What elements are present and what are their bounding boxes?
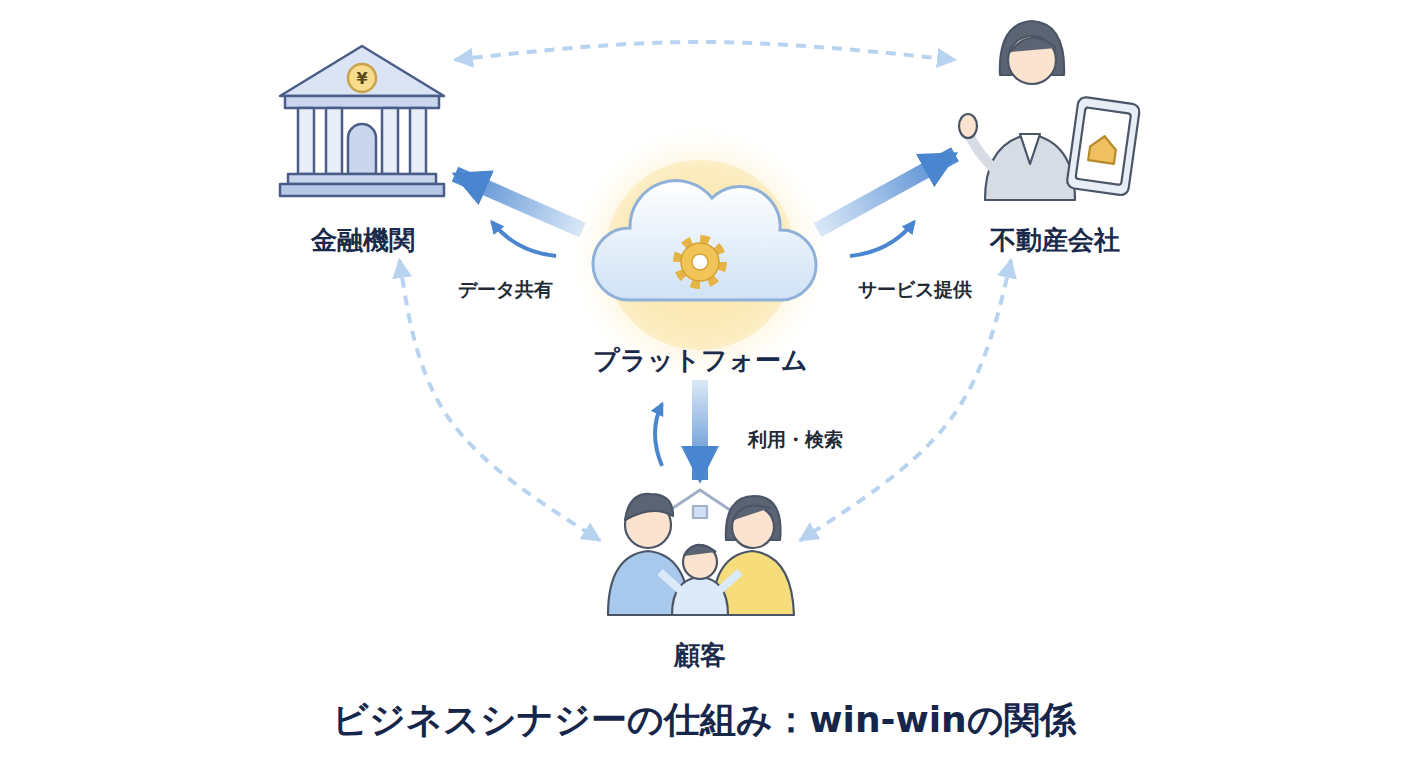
curved-arrow [850, 222, 914, 256]
edge-label: データ共有 [455, 276, 556, 304]
curved-arrow [492, 222, 556, 256]
flow-arrow [818, 154, 956, 230]
node-box: 不動産会社 [955, 30, 1155, 260]
gear-icon [678, 240, 722, 284]
dashed-arrow [400, 260, 601, 540]
diagram-title: ビジネスシナジーの仕組み：win-winの関係 [0, 698, 1408, 741]
node-box: 顧客 [600, 480, 800, 675]
edge-label: サービス提供 [855, 276, 975, 304]
currency-symbol: ¥ [356, 71, 367, 87]
family-icon [608, 490, 794, 615]
node-label: プラットフォーム [593, 345, 808, 376]
node-label: 金融機関 [311, 225, 415, 256]
node-label: 顧客 [674, 640, 726, 671]
glow [565, 120, 835, 390]
edge-label: 利用・検索 [745, 426, 846, 454]
node-box: プラットフォーム [583, 180, 818, 380]
curved-arrow [655, 404, 662, 466]
node-label: 不動産会社 [990, 225, 1120, 256]
cloud-icon [593, 181, 816, 300]
dashed-arrow [800, 260, 1011, 540]
dashed-arrow [455, 42, 955, 60]
flow-arrow [455, 174, 583, 230]
agent-icon [959, 21, 1140, 200]
flow-arrow [692, 380, 708, 480]
bank-icon [280, 46, 444, 196]
